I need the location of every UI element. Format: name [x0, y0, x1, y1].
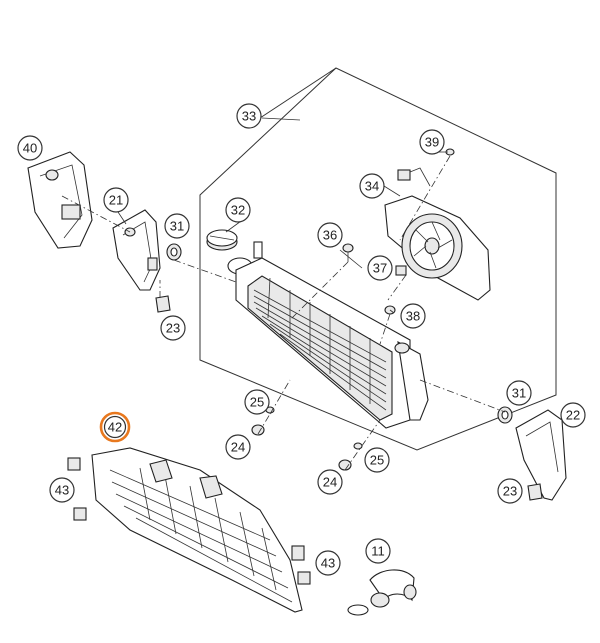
callout-label: 22 — [566, 408, 580, 423]
callout-label: 37 — [373, 261, 387, 276]
part-37-nut — [395, 265, 407, 276]
callout-23-right: 23 — [497, 478, 523, 504]
callout-label: 25 — [250, 395, 264, 410]
grille-slats — [109, 467, 293, 603]
radiator-core-fins — [253, 277, 387, 411]
callout-label: 36 — [323, 228, 337, 243]
part-21-bracket — [112, 209, 161, 291]
callout-25-a: 25 — [244, 389, 270, 415]
callout-23-left: 23 — [160, 315, 186, 341]
frame-edge — [259, 67, 337, 119]
callout-label: 31 — [170, 219, 184, 234]
callout-label: 33 — [242, 109, 256, 124]
callout-40: 40 — [17, 135, 43, 161]
callout-label: 25 — [370, 453, 384, 468]
callout-43-a: 43 — [49, 477, 75, 503]
callout-42-highlighted: 42 — [99, 411, 131, 443]
callout-11: 11 — [365, 538, 391, 564]
part-31-grommet-left — [166, 243, 182, 261]
callout-label: 21 — [109, 193, 123, 208]
part-23-clip-left — [155, 295, 171, 313]
part-36-screw — [342, 243, 354, 262]
callout-label: 32 — [231, 203, 245, 218]
callout-label: 34 — [365, 179, 379, 194]
part-23-clip-right — [527, 483, 543, 501]
callout-label: 43 — [55, 483, 69, 498]
part-32-radiator-cap — [206, 229, 238, 251]
part-25-washer-b — [353, 442, 363, 450]
part-24-grommet-b — [338, 459, 352, 471]
part-42-grille — [91, 447, 303, 613]
callout-31-right: 31 — [506, 380, 532, 406]
callout-22: 22 — [560, 402, 586, 428]
callout-label: 42 — [108, 420, 122, 435]
callout-39: 39 — [419, 129, 445, 155]
callout-37: 37 — [367, 255, 393, 281]
callout-label: 40 — [23, 141, 37, 156]
callout-label: 39 — [425, 135, 439, 150]
callout-label: 23 — [166, 321, 180, 336]
part-43-clip-b — [291, 545, 311, 585]
part-22-bracket — [515, 409, 567, 501]
callout-34: 34 — [359, 173, 385, 199]
callout-label: 43 — [321, 556, 335, 571]
callout-24-a: 24 — [225, 434, 251, 460]
callout-36: 36 — [317, 222, 343, 248]
callout-label: 24 — [323, 475, 337, 490]
callout-label: 31 — [512, 386, 526, 401]
part-31-grommet-right — [497, 406, 513, 424]
callout-43-b: 43 — [315, 550, 341, 576]
callout-38: 38 — [400, 303, 426, 329]
alignment-lines — [61, 155, 506, 471]
part-11-hose — [347, 569, 417, 616]
part-40-shroud — [27, 151, 93, 249]
part-43-clip-a — [67, 457, 87, 521]
callout-21: 21 — [103, 187, 129, 213]
callout-label: 23 — [503, 484, 517, 499]
part-24-grommet-a — [251, 424, 265, 436]
callout-24-b: 24 — [317, 469, 343, 495]
callout-label: 24 — [231, 440, 245, 455]
part-34-fan — [384, 167, 491, 301]
callout-25-b: 25 — [364, 447, 390, 473]
callout-label: 38 — [406, 309, 420, 324]
callout-31-left: 31 — [164, 213, 190, 239]
callout-33: 33 — [236, 103, 262, 129]
callout-32: 32 — [225, 197, 251, 223]
callout-label: 11 — [371, 544, 385, 559]
part-33-radiator — [227, 241, 429, 429]
